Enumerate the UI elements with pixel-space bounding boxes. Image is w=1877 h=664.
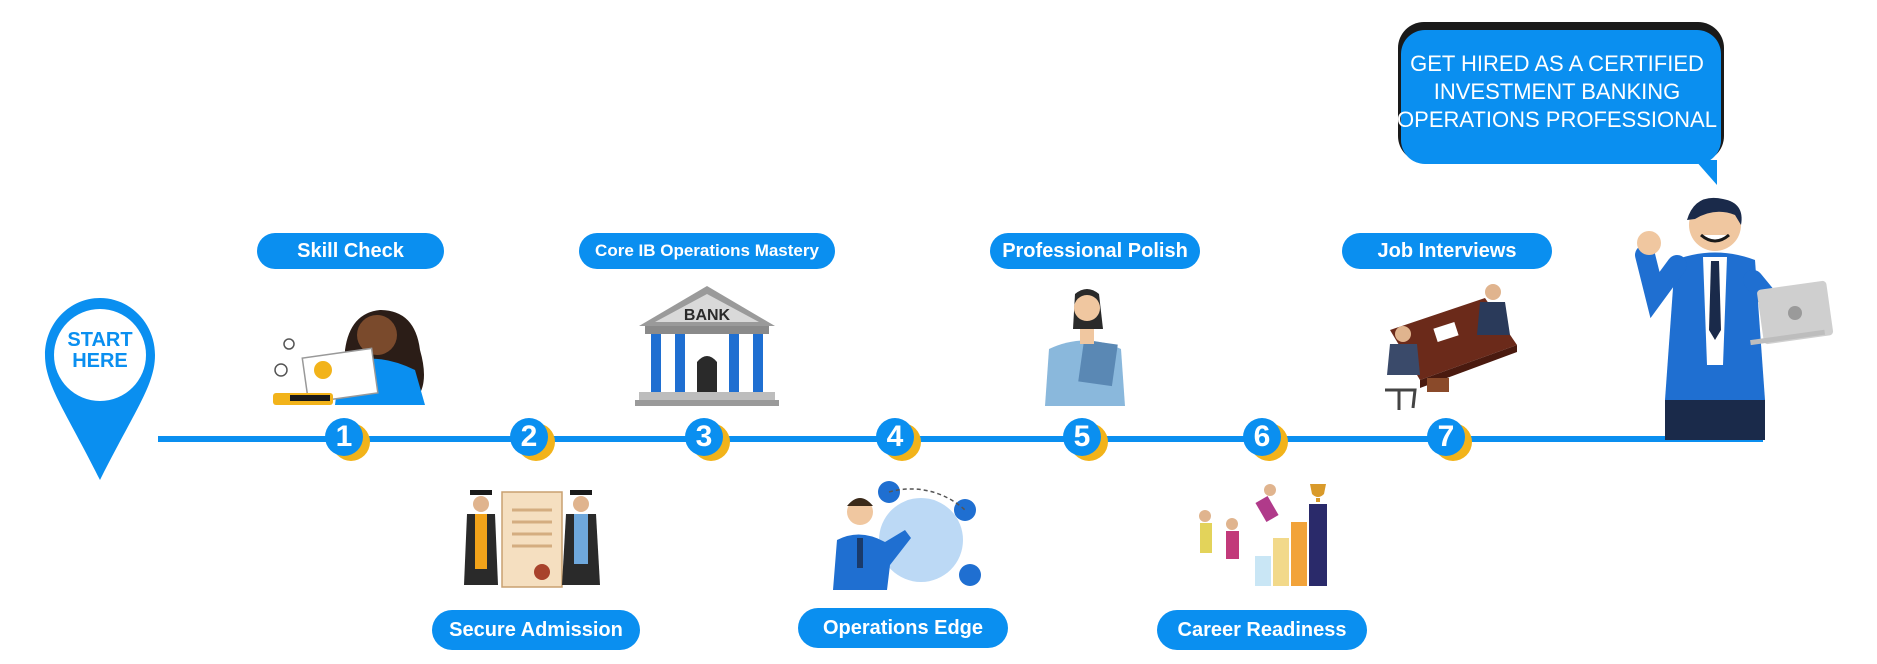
- timeline-line: [158, 436, 1763, 442]
- step-6-number: 6: [1243, 418, 1281, 456]
- professional-woman-illustration: [1045, 289, 1125, 406]
- certificate-woman-illustration: [273, 310, 425, 405]
- step-4-label: Operations Edge: [798, 608, 1008, 648]
- step-5-label: Professional Polish: [990, 233, 1200, 269]
- global-operations-illustration: [833, 481, 981, 590]
- bank-building-icon: BANK: [635, 286, 779, 406]
- step-2-number: 2: [510, 418, 548, 456]
- celebrating-professional-illustration: [1635, 197, 1834, 440]
- job-interview-illustration: [1385, 284, 1517, 410]
- step-1-number: 1: [325, 418, 363, 456]
- graduation-diploma-illustration: [464, 490, 600, 588]
- goal-text: GET HIRED AS A CERTIFIED INVESTMENT BANK…: [1397, 51, 1717, 132]
- step-3-label: Core IB Operations Mastery: [579, 233, 835, 269]
- step-6-label: Career Readiness: [1157, 610, 1367, 650]
- goal-speech-bubble: [1398, 22, 1724, 185]
- step-1-label: Skill Check: [257, 233, 444, 269]
- career-growth-chart-illustration: [1199, 484, 1327, 586]
- step-7-label: Job Interviews: [1342, 233, 1552, 269]
- step-4-number: 4: [876, 418, 914, 456]
- start-here-label: START HERE: [67, 329, 133, 372]
- step-5-number: 5: [1063, 418, 1101, 456]
- step-3-number: 3: [685, 418, 723, 456]
- step-2-label: Secure Admission: [432, 610, 640, 650]
- step-7-number: 7: [1427, 418, 1465, 456]
- bank-sign-text: BANK: [684, 307, 731, 324]
